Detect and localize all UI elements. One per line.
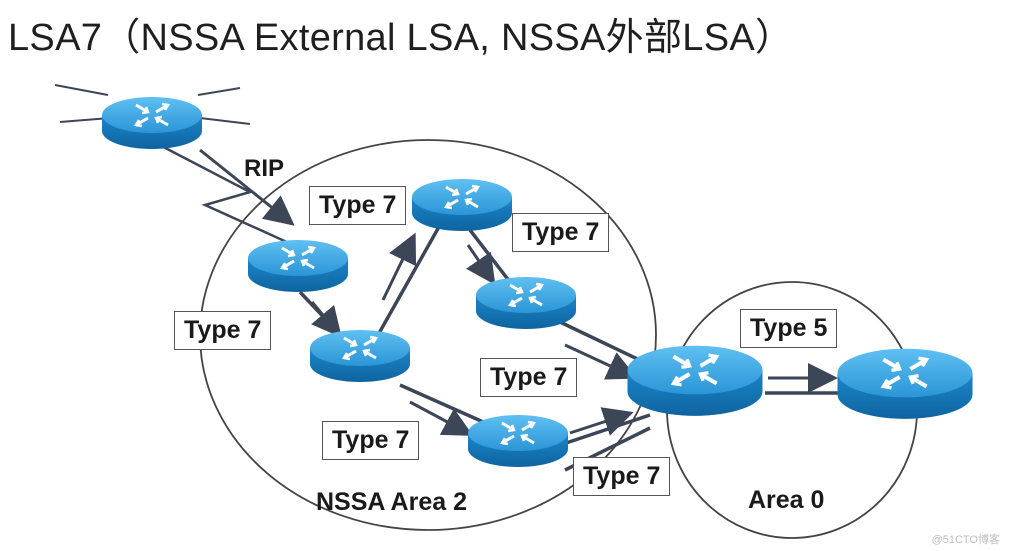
nssa-router-middle-right-icon[interactable] xyxy=(476,277,576,329)
nssa-router-bottom-icon[interactable] xyxy=(468,415,568,467)
lsa-flow-arrows xyxy=(310,232,838,436)
page-title: LSA7（NSSA External LSA, NSSA外部LSA） xyxy=(8,17,794,59)
type7-label-near-top-router: Type 7 xyxy=(309,186,407,225)
abr-router-icon[interactable] xyxy=(627,345,763,416)
type7-label-left: Type 7 xyxy=(174,311,272,350)
asbr-router-icon[interactable] xyxy=(248,240,348,292)
type7-label-top-right: Type 7 xyxy=(512,213,610,252)
rip-label: RIP xyxy=(244,155,285,182)
external-router-stub-links xyxy=(54,84,251,125)
type5-label: Type 5 xyxy=(740,309,838,348)
type7-label-bottom-right: Type 7 xyxy=(573,457,671,496)
area0-router-icon[interactable] xyxy=(837,348,973,419)
type7-label-center: Type 7 xyxy=(480,358,578,397)
nssa-router-middle-left-icon[interactable] xyxy=(310,330,410,382)
rip-serial-link xyxy=(149,138,301,250)
external-rip-router-icon[interactable] xyxy=(102,97,202,149)
nssa-router-top-icon[interactable] xyxy=(412,179,512,231)
backbone-area-label: Area 0 xyxy=(748,486,825,514)
routers xyxy=(102,97,973,467)
watermark: @51CTO博客 xyxy=(931,534,1000,546)
rip-flow-arrow xyxy=(199,148,295,226)
type7-label-bottom-left: Type 7 xyxy=(322,421,420,460)
nssa-area-label: NSSA Area 2 xyxy=(316,488,467,516)
